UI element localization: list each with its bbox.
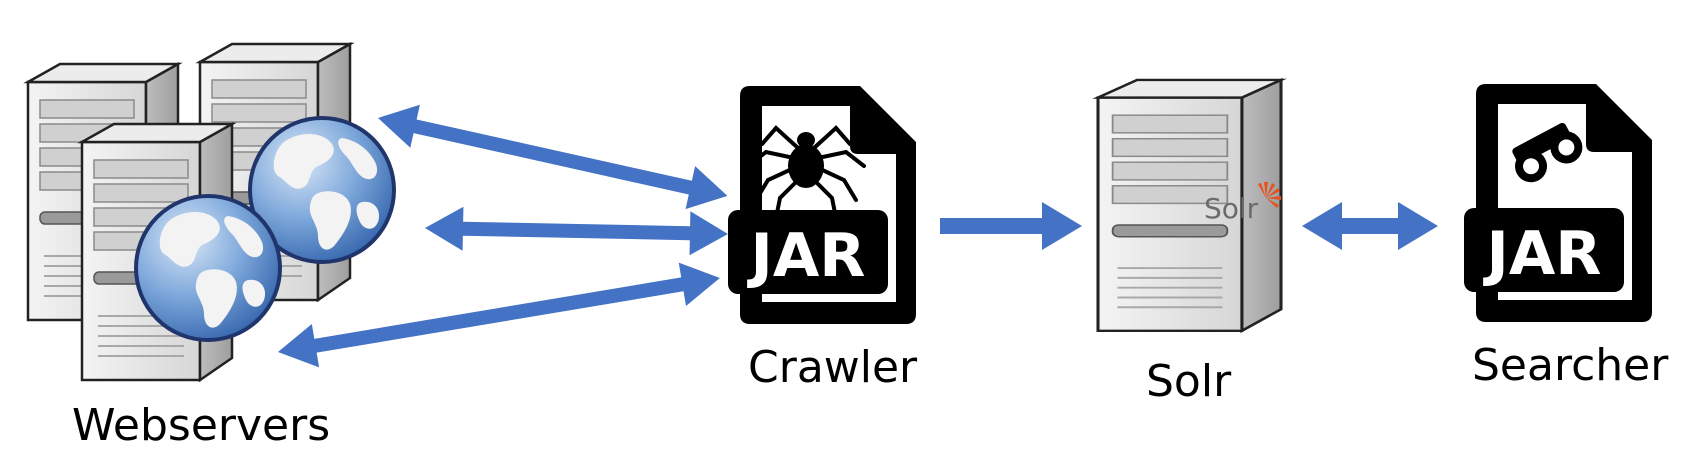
spider-icon xyxy=(746,125,866,220)
crawler-label: Crawler xyxy=(748,342,918,393)
searcher-jar-badge: JAR xyxy=(1483,219,1602,289)
webservers-label: Webservers xyxy=(72,400,331,451)
solr-label: Solr xyxy=(1146,356,1232,407)
solr-sunburst-icon xyxy=(1258,182,1281,208)
searcher-node: JAR xyxy=(1464,84,1652,322)
crawler-node: JAR xyxy=(728,86,916,324)
webservers-node xyxy=(26,42,396,382)
arrow-webservers-crawler-3 xyxy=(278,262,720,368)
searcher-label: Searcher xyxy=(1472,340,1669,391)
arrow-solr-searcher xyxy=(1302,202,1438,250)
arrow-webservers-crawler-1 xyxy=(378,104,728,210)
binoculars-icon xyxy=(1512,122,1583,183)
arrow-webservers-crawler-2 xyxy=(425,206,728,256)
arrow-crawler-solr xyxy=(940,202,1082,250)
connection-arrows xyxy=(278,104,1438,368)
solr-logo: Solr xyxy=(1204,182,1281,225)
solr-logo-text: Solr xyxy=(1204,192,1259,225)
solr-node: Solr xyxy=(1096,78,1283,333)
globe-icon xyxy=(134,194,282,342)
crawler-jar-badge: JAR xyxy=(747,221,866,291)
